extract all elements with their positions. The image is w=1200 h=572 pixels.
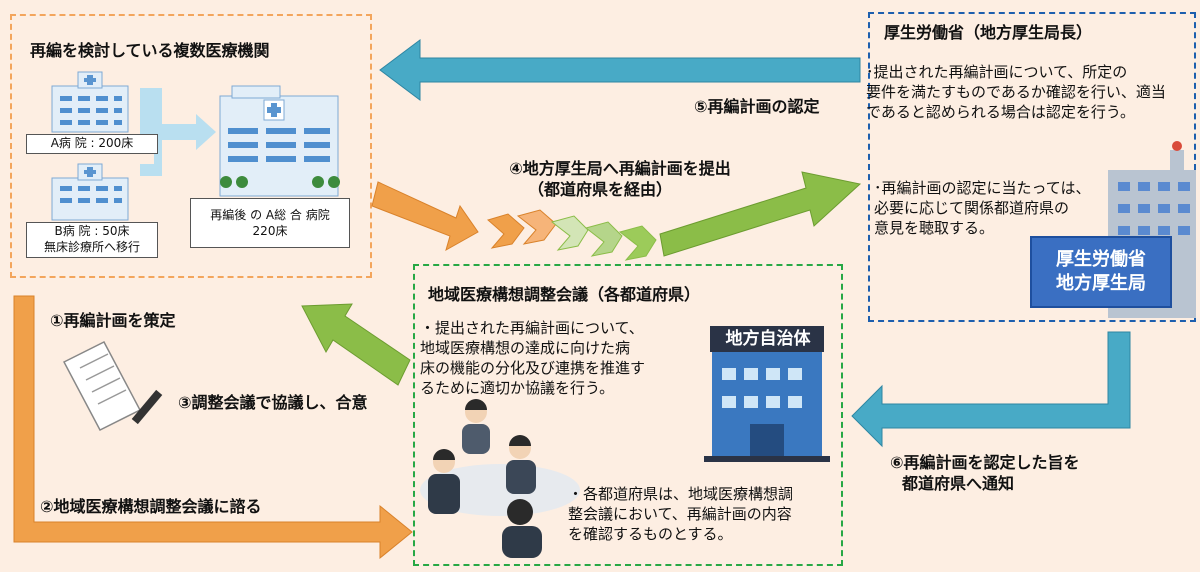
merged-hospital-label: 再編後 の A総 合 病院 220床 <box>190 198 350 248</box>
council-text-1: ・提出された再編計画について、 地域医療構想の達成に向けた病 床の機能の分化及び… <box>420 319 646 397</box>
arrow-step1-2 <box>13 295 413 560</box>
mhlw-text-1: ･提出された再編計画について、所定の 要件を満たすものであるか確認を行い、適当 … <box>866 63 1166 121</box>
local-government-label: 地方自治体 <box>725 329 811 349</box>
step5-label: ⑤再編計画の認定 <box>694 97 820 116</box>
chevron-1 <box>486 213 525 249</box>
arrow-step4-orange <box>371 181 479 252</box>
step6-label: ⑥再編計画を認定した旨を 都道府県へ通知 <box>890 453 1080 493</box>
chevron-2 <box>516 209 557 245</box>
document-icon <box>62 341 163 431</box>
arrow-step3 <box>301 303 411 386</box>
institutions-title: 再編を検討している複数医療機関 <box>30 41 270 60</box>
step1-label: ①再編計画を策定 <box>50 311 176 330</box>
step2-label: ②地域医療構想調整会議に諮る <box>40 497 262 516</box>
connector-arrow <box>140 88 216 176</box>
arrow-step4-green <box>659 171 862 257</box>
hospital-b-icon <box>51 163 129 221</box>
institutions-region <box>10 14 372 278</box>
step4-label: ④地方厚生局へ再編計画を提出 （都道府県を経由） <box>509 159 731 199</box>
hospital-a-label: A病 院 : 200床 <box>26 134 158 154</box>
merged-hospital-icon <box>219 85 340 197</box>
mhlw-title: 厚生労働省（地方厚生局長） <box>884 23 1093 42</box>
mhlw-text-2: ･再編計画の認定に当たっては、 必要に応じて関係都道府県の 意見を聴取する。 <box>874 179 1091 237</box>
local-government-building-icon <box>704 326 830 462</box>
step3-label: ③調整会議で協議し、合意 <box>178 393 368 412</box>
mhlw-region <box>868 12 1196 322</box>
chevron-5 <box>618 225 657 261</box>
arrow-step6 <box>851 331 1131 448</box>
mhlw-badge: 厚生労働省 地方厚生局 <box>1030 236 1172 308</box>
council-text-2: ・各都道府県は、地域医療構想調 整会議において、再編計画の内容 を確認するものと… <box>568 485 794 543</box>
council-title: 地域医療構想調整会議（各都道府県） <box>428 285 701 304</box>
hospital-b-label: B病 院 : 50床 無床診療所へ移行 <box>26 222 158 258</box>
hospital-a-icon <box>51 71 129 133</box>
arrow-step5 <box>379 39 861 101</box>
meeting-people-icon <box>420 399 580 558</box>
council-region <box>413 264 843 566</box>
chevron-4 <box>584 221 623 257</box>
chevron-3 <box>550 215 589 251</box>
